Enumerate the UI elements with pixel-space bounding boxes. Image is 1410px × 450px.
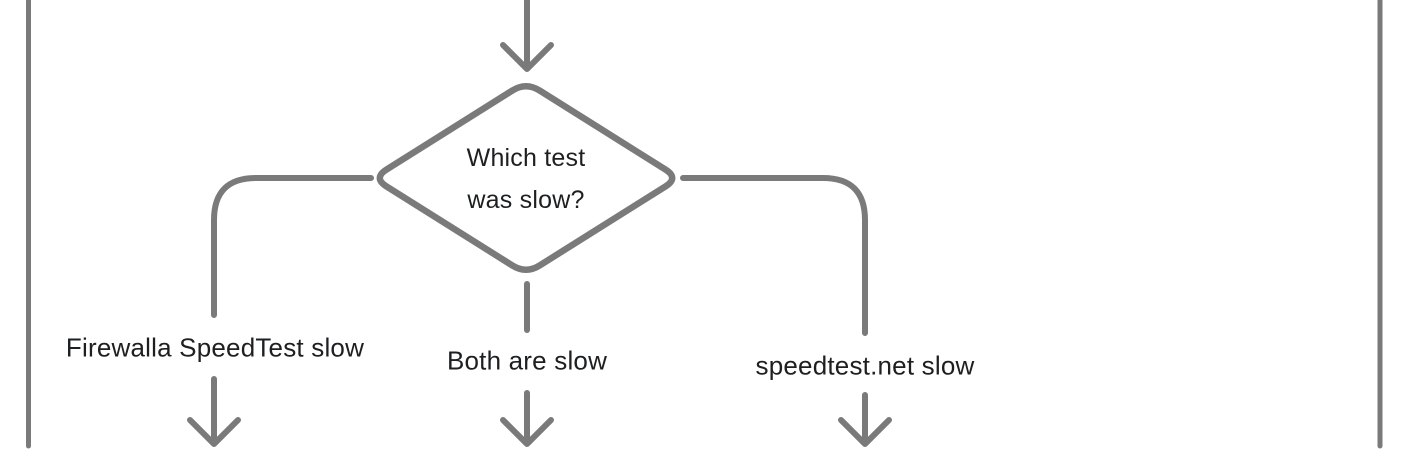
branch-label-firewalla-speedtest: Firewalla SpeedTest slow [65,332,365,363]
connector-left [211,175,374,318]
decision-node-text: Which test was slow? [467,137,586,221]
branch-right-arrowhead-icon [838,417,892,447]
decision-node-line1: Which test [466,144,586,172]
branch-label-both-slow: Both are slow [446,345,608,376]
branch-left-arrowhead-icon [187,417,241,447]
incoming-arrowhead-icon [500,42,554,72]
decision-diamond [376,83,676,273]
branch-label-speedtest-net: speedtest.net slow [755,350,975,381]
decision-node-line2: was slow? [467,186,585,214]
branch-middle-arrowhead-icon [500,417,554,447]
connector-right [680,175,868,336]
